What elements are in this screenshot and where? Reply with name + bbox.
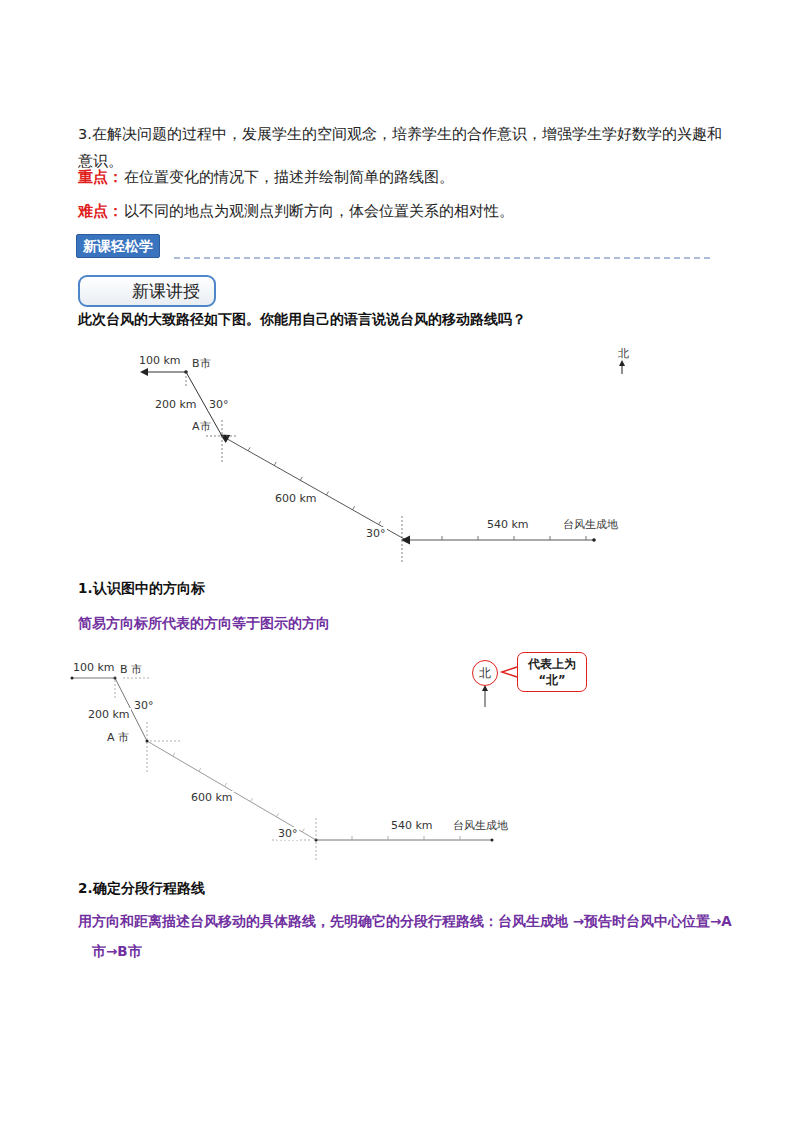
reference-line <box>402 516 403 562</box>
city-label: B市 <box>191 357 212 370</box>
scale-tick <box>276 813 278 816</box>
route-point <box>592 538 596 542</box>
scale-tick <box>514 536 515 540</box>
arrowhead <box>140 368 148 376</box>
north-circle: 北 <box>472 660 498 686</box>
scale-tick <box>302 829 304 832</box>
scale-tick <box>460 836 461 840</box>
route-line <box>406 540 594 541</box>
distance-label: 540 km <box>486 518 530 531</box>
scale-tick <box>379 521 381 524</box>
highlight-text: 简易方向标所代表的方向等于图示的方向 <box>78 608 718 638</box>
route-line <box>222 436 406 540</box>
angle-label: 30° <box>133 699 155 712</box>
reference-line <box>206 436 236 437</box>
distance-label: 540 km <box>390 819 434 832</box>
node-text: 北 <box>479 665 491 682</box>
node-text: 新课讲授 <box>132 281 200 301</box>
route-line <box>316 840 492 841</box>
scale-tick <box>352 836 353 840</box>
city-label: A市 <box>191 420 212 433</box>
angle-label: 30° <box>277 827 299 840</box>
node-text: 代表上为 “北” <box>522 656 582 688</box>
city-label: A 市 <box>106 731 130 744</box>
highlight-text: 用方向和距离描述台风移动的具体路线，先明确它的分段行程路线：台风生成地 →预告时… <box>78 906 742 966</box>
section-banner: 新课轻松学 <box>76 234 160 258</box>
scale-tick <box>353 506 355 509</box>
reference-line <box>186 372 187 386</box>
route-line <box>148 372 186 373</box>
body-text: 在位置变化的情况下，描述并绘制简单的路线图。 <box>124 168 454 187</box>
dashed-rule <box>174 257 712 258</box>
place-label: 台风生成地 <box>562 518 619 531</box>
distance-label: 100 km <box>72 661 116 674</box>
route-line <box>72 678 115 679</box>
reference-line <box>222 420 223 464</box>
lesson-tab: 新课讲授 <box>78 275 216 307</box>
angle-label: 30° <box>208 398 230 411</box>
scale-tick <box>300 477 302 480</box>
distance-label: 200 km <box>154 398 198 411</box>
scale-tick <box>225 783 227 786</box>
emphasis-label: 重点： <box>78 168 123 187</box>
scale-tick <box>388 836 389 840</box>
callout-box: 代表上为 “北” <box>517 652 587 692</box>
distance-label: 200 km <box>87 708 131 721</box>
distance-label: 600 km <box>274 492 318 505</box>
body-text: 以不同的地点为观测点判断方向，体会位置关系的相对性。 <box>124 202 514 221</box>
scale-tick <box>251 798 253 801</box>
scale-tick <box>424 836 425 840</box>
scale-tick <box>586 536 587 540</box>
emphasis-label: 难点： <box>78 202 123 221</box>
scale-tick <box>442 536 443 540</box>
callout-tail <box>502 667 517 677</box>
scale-tick <box>173 753 175 756</box>
route-point <box>71 677 74 680</box>
angle-label: 30° <box>365 527 387 540</box>
scale-tick <box>326 492 328 495</box>
reference-line <box>150 741 182 742</box>
node-text: 新课轻松学 <box>83 237 153 255</box>
reference-line <box>147 722 148 772</box>
distance-label: 600 km <box>190 791 234 804</box>
arrowhead <box>619 360 625 366</box>
route-point <box>491 839 494 842</box>
reference-line <box>316 818 317 862</box>
route-line <box>147 741 316 840</box>
north-label: 北 <box>617 347 630 360</box>
place-label: 台风生成地 <box>452 819 509 832</box>
scale-tick <box>199 768 201 771</box>
scale-tick <box>478 536 479 540</box>
reference-line <box>123 678 150 679</box>
scale-tick <box>274 462 276 465</box>
city-label: B 市 <box>119 663 143 676</box>
body-text: 3.在解决问题的过程中，发展学生的空间观念，培养学生的合作意识，增强学生学好数学… <box>78 121 728 175</box>
scale-tick <box>550 536 551 540</box>
scale-tick <box>248 447 250 450</box>
section-heading: 2.确定分段行程路线 <box>78 880 205 898</box>
section-heading: 此次台风的大致路径如下图。你能用自己的语言说说台风的移动路线吗？ <box>78 311 526 329</box>
section-heading: 1.认识图中的方向标 <box>78 580 205 598</box>
distance-label: 100 km <box>138 354 182 367</box>
